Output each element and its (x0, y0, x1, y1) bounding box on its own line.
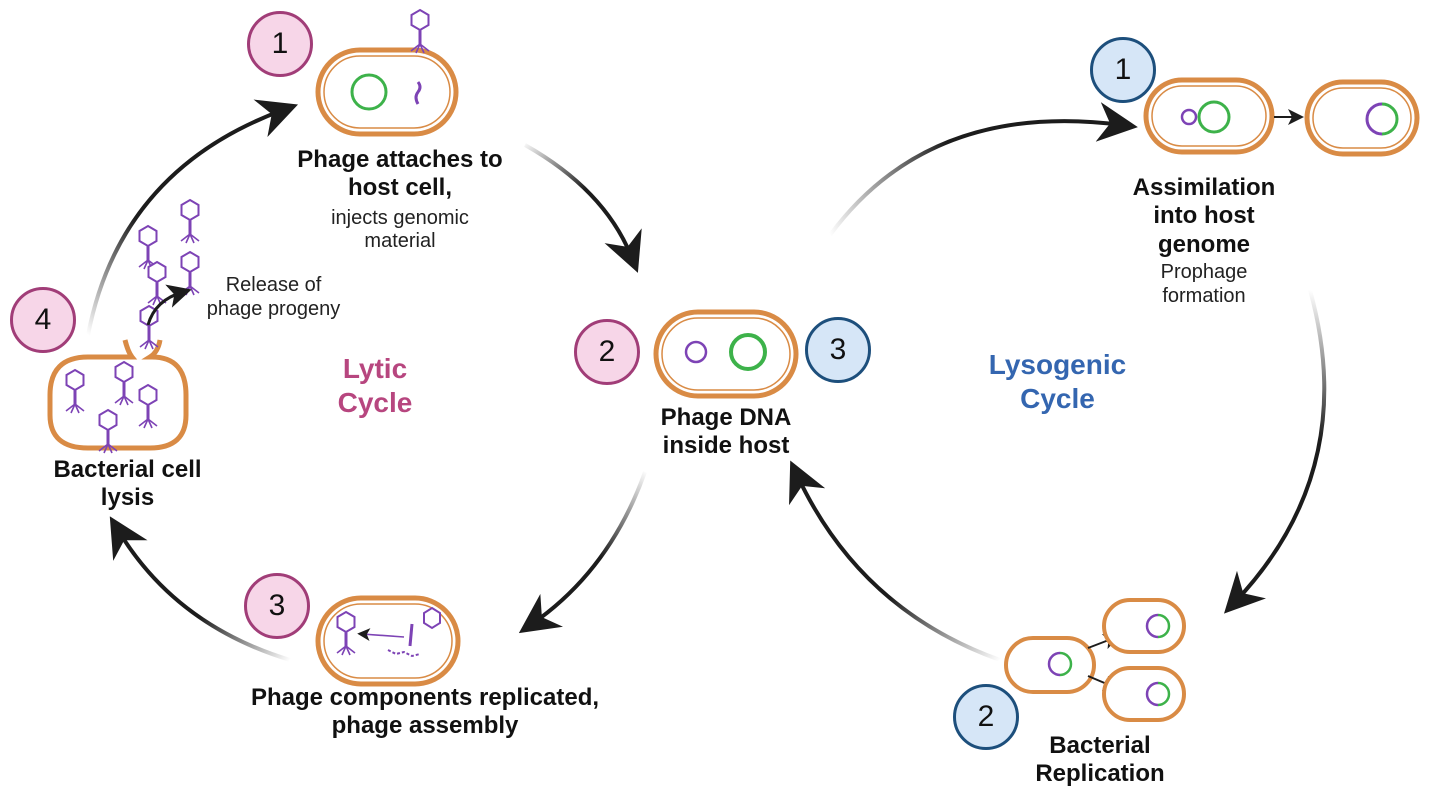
lysogenic-step-3-badge: 3 (805, 317, 871, 383)
prophage-line1: Prophage (1160, 260, 1248, 283)
attach-title-line1: Phage attaches to (297, 146, 503, 173)
arrow-attach-to-inside (524, 143, 642, 273)
released-phages (137, 198, 201, 351)
lysogenic-title-line1: Lysogenic (988, 349, 1127, 380)
host-cell-attach (315, 8, 459, 137)
lytic-step-1-badge: 1 (247, 11, 313, 77)
assimilation-title-line2: into host (1153, 202, 1255, 230)
arrow-inside-to-assimilation (828, 102, 1138, 237)
dividing-cell-parent (1004, 636, 1096, 694)
bacterial-replication-line2: Replication (1035, 760, 1165, 788)
arrow-inside-to-replication (518, 471, 647, 634)
phage-dna-title-line1: Phage DNA (660, 404, 792, 431)
arrow-replication-to-lysis (109, 516, 291, 662)
assembly-title-line2: phage assembly (331, 712, 519, 740)
lysis-title-line2: lysis (100, 484, 155, 512)
phage-dna-label: Phage DNA inside host (626, 404, 826, 461)
lytic-title-line1: Lytic (342, 353, 408, 384)
release-line2: phage progeny (206, 297, 341, 320)
lysogenic-title-line2: Cycle (1020, 382, 1095, 414)
attach-title-line2: host cell, (347, 174, 453, 202)
lytic-step-2-badge: 2 (574, 319, 640, 385)
assembly-title-line1: Phage components replicated, (250, 684, 600, 711)
release-line1: Release of (225, 274, 322, 296)
daughter-cell-2 (1102, 666, 1186, 722)
assimilation-title-line3: genome (1157, 230, 1250, 258)
host-cell-assembly (315, 595, 461, 687)
arrow-lysis-to-attach (86, 99, 299, 336)
lytic-step-4-badge: 4 (10, 287, 76, 353)
daughter-cell-1 (1102, 598, 1186, 654)
lytic-cycle-title: Lytic Cycle (300, 352, 450, 419)
lysogenic-step-2-badge: 2 (953, 684, 1019, 750)
prophage-line2: formation (1162, 284, 1246, 307)
lysing-cell (47, 339, 189, 455)
bacterial-replication-label: Bacterial Replication (1010, 732, 1190, 789)
arrow-assimilation-to-replication (1224, 289, 1327, 614)
prophage-cell (1304, 79, 1420, 157)
assimilation-label: Assimilation into host genome Prophage f… (1104, 174, 1304, 308)
attach-detail-line2: material (364, 230, 436, 253)
phage-dna-title-line2: inside host (662, 432, 790, 460)
assimilation-title-line1: Assimilation (1132, 174, 1276, 201)
lysis-title-line1: Bacterial cell (53, 456, 202, 483)
lysogenic-step-1-badge: 1 (1090, 37, 1156, 103)
lytic-title-line2: Cycle (337, 386, 413, 418)
attach-label: Phage attaches to host cell, injects gen… (270, 146, 530, 254)
attach-detail-line1: injects genomic (331, 206, 469, 229)
release-label: Release of phage progeny (196, 274, 351, 321)
lysis-label: Bacterial cell lysis (30, 456, 225, 513)
lytic-step-3-badge: 3 (244, 573, 310, 639)
host-cell-integration (1143, 77, 1275, 155)
arrow-replication-to-inside (789, 460, 1001, 662)
host-cell-phage-dna (653, 309, 799, 399)
lysogenic-cycle-title: Lysogenic Cycle (965, 348, 1150, 415)
assembly-label: Phage components replicated, phage assem… (225, 684, 625, 741)
release-arrow (146, 284, 192, 326)
bacterial-replication-line1: Bacterial (1049, 732, 1151, 759)
